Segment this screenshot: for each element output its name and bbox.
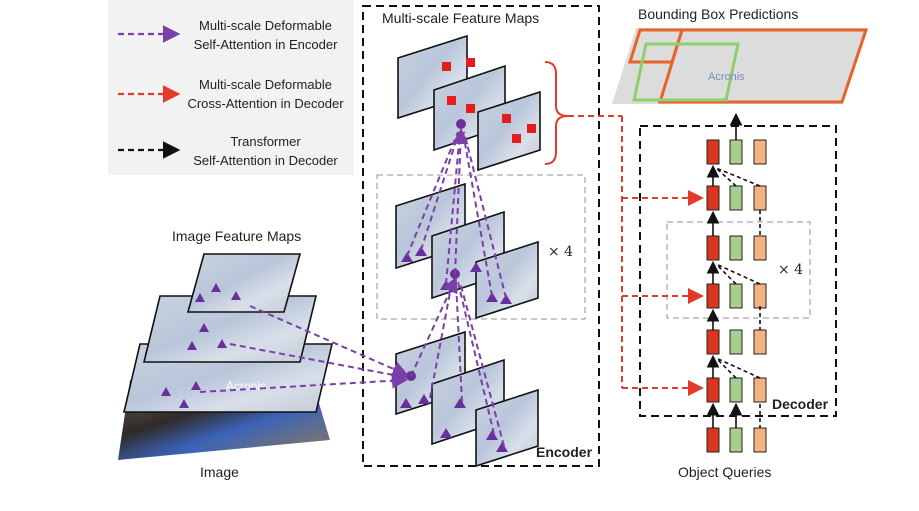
image-feature-maps: Acronis [118, 253, 334, 460]
decoder-repeat-box [666, 221, 811, 319]
image-label: Image [200, 464, 239, 480]
object-queries-label: Object Queries [678, 464, 772, 480]
bbox-prediction-image: Acronis [612, 28, 869, 104]
encoder-repeat-box [376, 174, 586, 320]
bottom-feature-stack [395, 330, 539, 468]
top-feature-stack [397, 34, 541, 172]
image-to-encoder-lines [199, 305, 409, 393]
image-feature-title: Image Feature Maps [172, 228, 302, 244]
decoder-blocks [706, 139, 767, 453]
multi-scale-title: Multi-scale Feature Maps [382, 10, 540, 26]
bbox-title: Bounding Box Predictions [638, 6, 799, 22]
bbox-logo-text: Acronis [708, 71, 745, 83]
red-brace [544, 61, 569, 165]
encoder-box [362, 5, 600, 467]
encoder-attention-lines [406, 128, 507, 447]
decoder-box [639, 125, 837, 417]
decoder-label: Decoder [772, 396, 829, 412]
decoder-repeat-label: × 4 [778, 262, 804, 278]
encoder-label: Encoder [536, 444, 593, 460]
decoder-self-attention-lines [706, 112, 761, 428]
middle-feature-stack [395, 182, 539, 320]
image-logo-text: Acronis [226, 379, 266, 393]
encoder-repeat-label: × 4 [548, 244, 574, 260]
cross-attention-arrows [622, 190, 704, 396]
